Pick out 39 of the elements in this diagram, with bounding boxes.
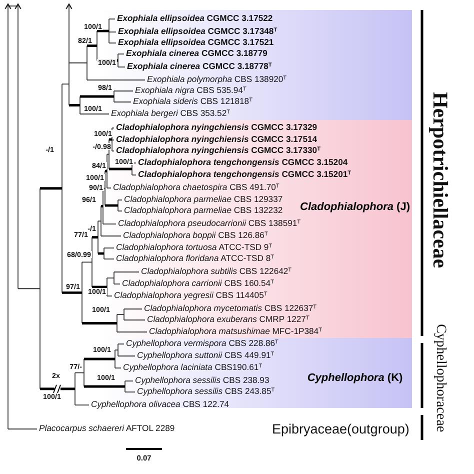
- taxon-label: Cladophialophora tengchongensis CGMCC 3.15201$^{T}$: [138, 170, 352, 179]
- taxon-label: Exophiala ellipsoidea CGMCC 3.17521: [118, 38, 274, 47]
- taxon-label: Cyphellophora suttonii CBS 449.91$^{T}$: [137, 351, 274, 360]
- taxon-label: Exophiala nigra CBS 535.94$^{T}$: [135, 86, 246, 95]
- taxon-label: Exophiala ellipsoidea CGMCC 3.17348$^{T}$: [118, 27, 278, 36]
- taxon-label: Exophiala ellipsoidea CGMCC 3.17522: [117, 14, 273, 23]
- taxon-label: Cladophialophora tengchongensis CGMCC 3.15204: [138, 158, 348, 167]
- taxon-label: Cladophialophora nyingchiensis CGMCC 3.17329: [116, 123, 318, 132]
- taxon-label: Cyphellophora sessilis CBS 238.93: [135, 376, 270, 385]
- taxon-label: Cladophialophora nyingchiensis CGMCC 3.17330$^{T}$: [116, 146, 320, 155]
- taxon-label: Cyphellophora olivacea CBS 122.74: [91, 400, 230, 409]
- taxon-label: Cyphellophora sessilis CBS 243.85$^{T}$: [137, 387, 275, 396]
- taxon-label: Cladophialophora parmeliae CBS 132232: [124, 206, 283, 215]
- taxon-label: Cladophialophora yegresii CBS 114405$^{T}$: [114, 291, 268, 300]
- taxon-label: Cladophialophora matsushimae MFC-1P384$^{T}$: [149, 327, 322, 336]
- taxon-label: Cladophialophora tortuosa ATCC-TSD 9$^{T}$: [116, 243, 272, 252]
- taxon-label: Exophiala cinerea CGMCC 3.18778$^{T}$: [127, 62, 272, 71]
- taxon-label: Exophiala polymorpha CBS 138920$^{T}$: [147, 75, 287, 84]
- family-label: Epibryaceae(outgroup): [272, 422, 410, 436]
- taxon-label: Cladophialophora carrionii CBS 160.54$^{T}$: [122, 279, 274, 288]
- taxon-label: Cladophialophora mycetomatis CBS 122637$^{T}$: [144, 304, 317, 313]
- taxon-label: Cladophialophora boppii CBS 126.86$^{T}$: [123, 231, 268, 240]
- family-label: Herpotrichiellaceae: [430, 92, 450, 268]
- taxon-label: Placocarpus schaereri AFTOL 2289: [39, 424, 175, 433]
- taxon-label: Exophiala sideris CBS 121818$^{T}$: [133, 97, 253, 106]
- taxon-label: Cladophialophora nyingchiensis CGMCC 3.17514: [116, 135, 318, 144]
- taxon-label: Cladophialophora parmeliae CBS 129337: [124, 195, 283, 204]
- taxon-label: Cladophialophora exuberans CMRP 1227$^{T}$: [147, 315, 310, 324]
- taxon-label: Cyphellophora vermispora CBS 228.86$^{T}$: [126, 339, 278, 348]
- taxon-label: Exophiala bergeri CBS 353.52$^{T}$: [111, 109, 230, 118]
- clade-label: Cladophialophora (J): [300, 200, 410, 215]
- taxon-label: Cladophialophora subtilis CBS 122642$^{T}$: [141, 267, 292, 276]
- taxon-label: Cladophialophora pseudocarrionii CBS 138591$^{T}$: [118, 219, 301, 228]
- clade-label: Cyphellophora (K): [306, 371, 404, 386]
- taxon-label: Cladophialophora chaetospira CBS 491.70$^{T}$: [113, 183, 280, 192]
- taxon-label: Cladophialophora floridana ATCC-TSD 8$^{T}$: [116, 254, 274, 263]
- taxon-label: Exophiala cinerea CGMCC 3.18779: [126, 49, 268, 58]
- family-label: Cyphellophoraceae: [433, 324, 447, 432]
- taxon-label: Cyphellophora laciniata CBS190.61$^{T}$: [123, 363, 262, 372]
